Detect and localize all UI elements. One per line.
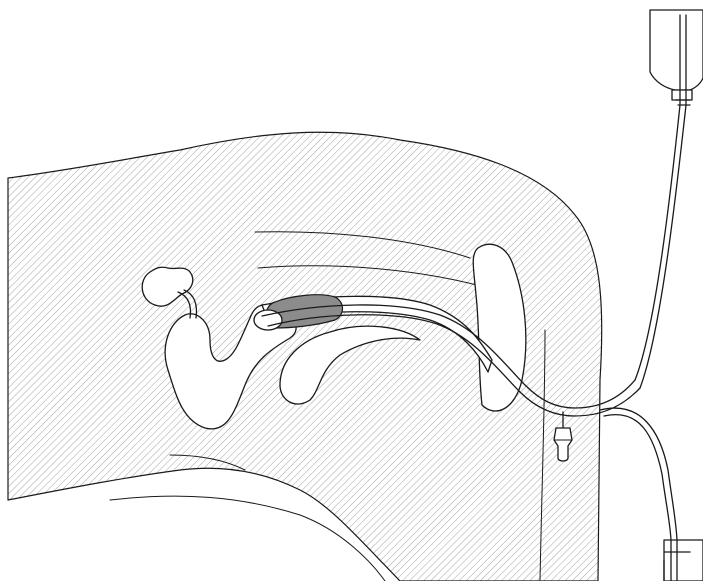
irrigation-bag xyxy=(650,10,703,105)
drainage-line xyxy=(600,408,677,540)
drainage-line xyxy=(604,415,671,540)
drainage-bag xyxy=(664,540,703,581)
irrigation-line xyxy=(635,105,680,380)
